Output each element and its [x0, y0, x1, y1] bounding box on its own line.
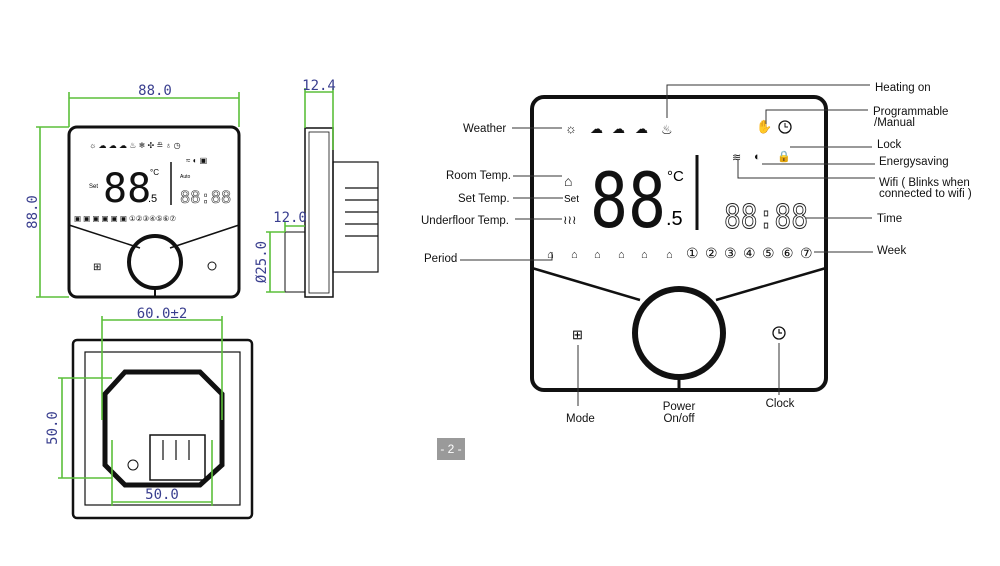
- set-indicator: Set: [564, 194, 579, 205]
- mode-button-icon[interactable]: ⊞: [572, 327, 583, 342]
- svg-text:≈ ◐ ▣: ≈ ◐ ▣: [186, 156, 207, 165]
- dim-back-diameter: Ø25.0: [254, 241, 270, 283]
- label-set-temp: Set Temp.: [458, 193, 510, 205]
- label-wifi: Wifi ( Blinks when: [879, 177, 970, 189]
- label-heating-on: Heating on: [875, 82, 931, 94]
- label-manual: /Manual: [874, 117, 915, 129]
- dim-side-depth: 12.4: [302, 78, 336, 94]
- dim-hole-horizontal: 50.0: [145, 487, 179, 503]
- label-lock: Lock: [877, 139, 902, 151]
- small-unit: °C: [150, 168, 159, 177]
- label-power: Power: [663, 401, 696, 413]
- cloud-icon: ☁: [590, 121, 603, 136]
- week-day: ⑦: [800, 245, 813, 261]
- week-day: ⑤: [762, 245, 775, 261]
- label-weather: Weather: [463, 123, 506, 135]
- back-view: 60.0±2 50.0 50.0: [45, 306, 254, 520]
- time-digits: 88:88: [724, 197, 808, 236]
- clock-button-icon[interactable]: [772, 326, 786, 340]
- week-day: ②: [705, 245, 718, 261]
- svg-text:⌂: ⌂: [594, 249, 601, 261]
- label-clock: Clock: [766, 398, 795, 410]
- label-underfloor-temp: Underfloor Temp.: [421, 215, 509, 227]
- power-knob[interactable]: [632, 286, 726, 380]
- label-week: Week: [877, 245, 906, 257]
- label-programmable: Programmable: [873, 106, 948, 118]
- dim-back-depth: 12.0: [273, 210, 307, 226]
- side-view: 12.4 12.0 Ø25.0: [254, 78, 379, 298]
- small-time: 88:88: [180, 188, 231, 208]
- svg-text:☼ ☁ ☁ ☁ ♨ ❄ ✣ ≞ ♁ ◷: ☼ ☁ ☁ ☁ ♨ ❄ ✣ ≞ ♁ ◷: [89, 141, 181, 150]
- power-knob-small: [127, 234, 183, 290]
- small-set: Set: [89, 184, 98, 190]
- temp-digits: 88: [590, 156, 666, 245]
- clock-icon: [207, 261, 217, 271]
- week-day: ④: [743, 245, 756, 261]
- label-room-temp: Room Temp.: [446, 170, 511, 182]
- label-period: Period: [424, 253, 457, 265]
- front-view-large: ⊞ ☼ ☁ ☁ ☁ ♨ ✋ ≋ ◐ 🔒 ⌂ ≀≀≀ Set 88 °C .5 8…: [421, 82, 972, 425]
- week-day: ③: [724, 245, 737, 261]
- label-wifi-note: connected to wifi ): [879, 188, 972, 200]
- small-icon-row: ☼ ☁ ☁ ☁ ♨ ❄ ✣ ≞ ♁ ◷ ≈ ◐ ▣: [89, 141, 207, 165]
- week-day: ①: [686, 245, 699, 261]
- lock-icon: 🔒: [777, 150, 791, 163]
- small-decimal: .5: [148, 193, 157, 205]
- label-mode: Mode: [566, 413, 595, 425]
- small-period-row: ▣ ▣ ▣ ▣ ▣ ▣ ①②③④⑤⑥⑦: [74, 214, 176, 223]
- clock-mode-icon: [778, 120, 792, 134]
- mode-icon: ⊞: [93, 262, 101, 273]
- front-view-small: ⊞ ☼ ☁ ☁ ☁ ♨ ❄ ✣ ≞ ♁ ◷ ≈ ◐ ▣ 88 °C .5 Set…: [25, 83, 241, 299]
- svg-text:⌂: ⌂: [666, 249, 673, 261]
- label-time: Time: [877, 213, 902, 225]
- label-on-off: On/off: [663, 413, 695, 425]
- dim-mount-width: 60.0±2: [137, 306, 188, 322]
- dim-front-height: 88.0: [25, 195, 41, 229]
- leaf-icon: ◐: [754, 151, 761, 163]
- rain-cloud-icon: ☁: [612, 121, 625, 136]
- week-days: ① ② ③ ④ ⑤ ⑥ ⑦: [686, 245, 813, 261]
- page-number: - 2 -: [437, 438, 465, 460]
- period-icons: ⌂ ⌂ ⌂ ⌂ ⌂ ⌂: [547, 249, 673, 261]
- snow-cloud-icon: ☁: [635, 121, 648, 136]
- underfloor-heat-icon: ≀≀≀: [563, 213, 577, 227]
- sun-icon: ☼: [565, 121, 577, 136]
- flame-icon: ♨: [661, 122, 673, 137]
- celsius-unit: °C: [667, 168, 684, 185]
- svg-text:⌂: ⌂: [571, 249, 578, 261]
- dim-front-width: 88.0: [138, 83, 172, 99]
- hand-icon: ✋: [756, 119, 772, 134]
- decimal-digit: .5: [666, 208, 683, 230]
- svg-text:⌂: ⌂: [618, 249, 625, 261]
- room-thermometer-icon: ⌂: [564, 173, 572, 189]
- svg-text:⌂: ⌂: [547, 249, 554, 261]
- week-day: ⑥: [781, 245, 794, 261]
- dim-hole-vertical: 50.0: [45, 411, 61, 445]
- small-temp-digits: 88: [103, 166, 151, 212]
- label-energysaving: Energysaving: [879, 156, 949, 168]
- wifi-icon: ≋: [732, 152, 741, 164]
- small-auto: Auto: [180, 174, 191, 180]
- svg-text:⌂: ⌂: [641, 249, 648, 261]
